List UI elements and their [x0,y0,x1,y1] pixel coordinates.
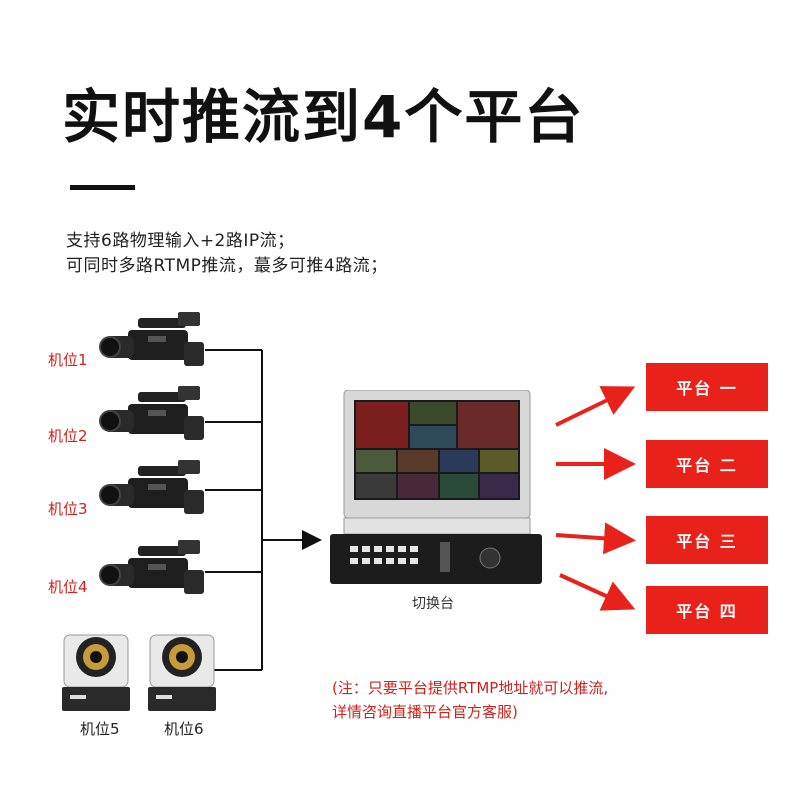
camcorder-4-icon [98,540,208,602]
arrow-platform-3 [556,535,628,540]
note-line-2: 详情咨询直播平台官方客服) [332,701,518,722]
camera-6-label: 机位6 [164,718,204,739]
platform-3-box: 平台 三 [646,516,768,564]
switcher-label: 切换台 [412,593,454,613]
arrow-platform-4 [560,575,628,606]
camera-2-label: 机位2 [48,425,88,446]
camera-5-label: 机位5 [80,718,120,739]
camera-4-label: 机位4 [48,576,88,597]
ptz-camera-6-icon [146,625,218,715]
camcorder-1-icon [98,312,208,374]
camera-1-label: 机位1 [48,349,88,370]
ptz-camera-5-icon [60,625,132,715]
platform-4-box: 平台 四 [646,586,768,634]
camera-3-label: 机位3 [48,498,88,519]
video-switcher-icon [330,390,542,586]
platform-1-box: 平台 一 [646,363,768,411]
platform-2-box: 平台 二 [646,440,768,488]
camcorder-2-icon [98,386,208,448]
camcorder-3-icon [98,460,208,522]
arrow-platform-1 [556,390,628,425]
note-line-1: (注：只要平台提供RTMP地址就可以推流, [332,677,608,698]
